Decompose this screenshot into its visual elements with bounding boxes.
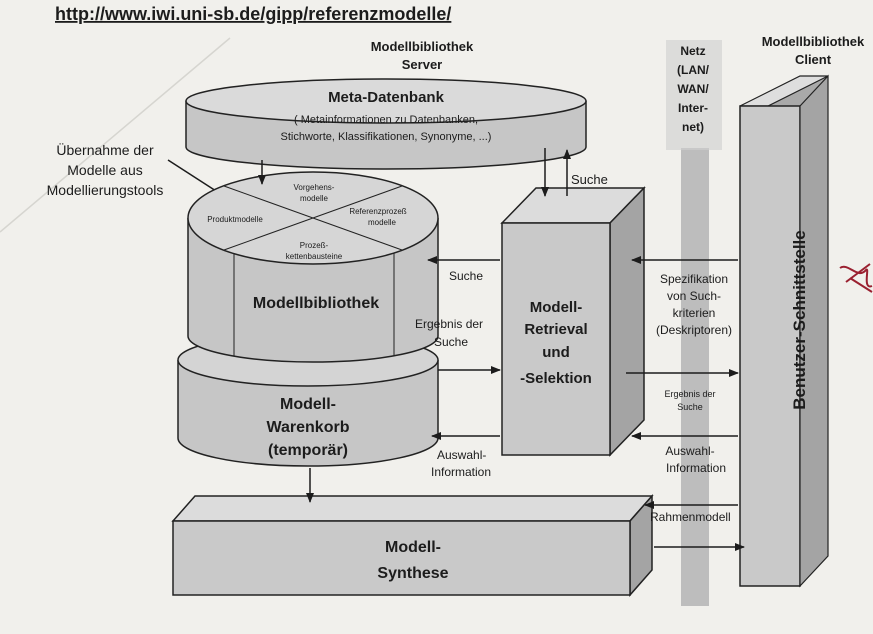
synthesis-block: Modell- Synthese: [171, 494, 654, 597]
segment-vorgehen-line2: modelle: [300, 194, 329, 203]
label-ergebnis-left-line2: Suche: [434, 335, 468, 349]
label-spezifikation-line1: Spezifikation: [660, 272, 728, 286]
segment-prozess-line2: kettenbausteine: [286, 252, 343, 261]
client-title-line1: Modellbibliothek: [762, 34, 865, 49]
model-basket-line3: (temporär): [268, 442, 348, 459]
meta-database-title: Meta-Datenbank: [328, 89, 445, 106]
label-auswahl-left-line1: Auswahl-: [437, 448, 486, 462]
network-label-line4: Inter-: [678, 101, 708, 115]
meta-database: Meta-Datenbank ( Metainformationen zu Da…: [185, 78, 587, 170]
model-library-title: Modellbibliothek: [253, 295, 379, 312]
retrieval-line2: Retrieval: [524, 321, 587, 338]
retrieval-line3: und: [542, 344, 570, 361]
segment-referenz-line1: Referenzprozeß: [349, 207, 406, 216]
segment-referenz-line2: modelle: [368, 218, 397, 227]
network-label-bg: [666, 40, 722, 150]
model-basket-line2: Warenkorb: [267, 419, 350, 436]
client-title-line2: Client: [795, 52, 832, 67]
import-note-line2: Modelle aus: [67, 162, 143, 178]
label-spezifikation-line4: (Deskriptoren): [656, 323, 732, 337]
retrieval-line4: -Selektion: [520, 370, 592, 387]
label-rahmenmodell: Rahmenmodell: [650, 510, 731, 524]
import-note-line1: Übernahme der: [56, 141, 154, 158]
synthesis-line1: Modell-: [385, 539, 441, 556]
retrieval-block: Modell- Retrieval und -Selektion: [500, 186, 646, 457]
label-ergebnis-right-line1: Ergebnis der: [664, 389, 715, 399]
label-suche-left: Suche: [449, 269, 483, 283]
server-title-line1: Modellbibliothek: [371, 39, 474, 54]
network-label-line2: (LAN/: [677, 63, 710, 77]
network-label-line3: WAN/: [677, 82, 709, 96]
user-interface-block: Benutzer-Schnittstelle: [739, 74, 829, 588]
segment-prozess-line1: Prozeß-: [300, 241, 329, 250]
label-auswahl-right-line1: Auswahl-: [665, 444, 714, 458]
paper-fold: [0, 37, 231, 233]
label-spezifikation-line3: kriterien: [673, 306, 716, 320]
header-url: http://www.iwi.uni-sb.de/gipp/referenzmo…: [55, 4, 451, 24]
label-spezifikation-line2: von Such-: [667, 289, 721, 303]
network-bar: [681, 148, 709, 606]
label-auswahl-right-line2: Information: [666, 461, 726, 475]
network-label-line1: Netz: [680, 44, 705, 58]
meta-database-desc-line2: Stichworte, Klassifikationen, Synonyme, …: [281, 131, 492, 143]
label-auswahl-left-line2: Information: [431, 465, 491, 479]
label-ergebnis-left-line1: Ergebnis der: [415, 317, 483, 331]
server-title-line2: Server: [402, 57, 442, 72]
label-ergebnis-right-line2: Suche: [677, 402, 703, 412]
retrieval-line1: Modell-: [530, 299, 583, 316]
network-label-line5: net): [682, 120, 704, 134]
model-basket-line1: Modell-: [280, 396, 336, 413]
synthesis-line2: Synthese: [377, 565, 448, 582]
meta-database-desc-line1: ( Metainformationen zu Datenbanken,: [294, 114, 478, 126]
user-interface-label: Benutzer-Schnittstelle: [790, 230, 809, 409]
ink-mark: [839, 263, 873, 293]
label-suche-top: Suche: [571, 172, 608, 187]
model-library: Vorgehens- modelle Produktmodelle Refere…: [187, 171, 439, 363]
segment-vorgehen-line1: Vorgehens-: [294, 183, 335, 192]
segment-produkt: Produktmodelle: [207, 215, 263, 224]
import-note-line3: Modellierungstools: [47, 182, 164, 198]
